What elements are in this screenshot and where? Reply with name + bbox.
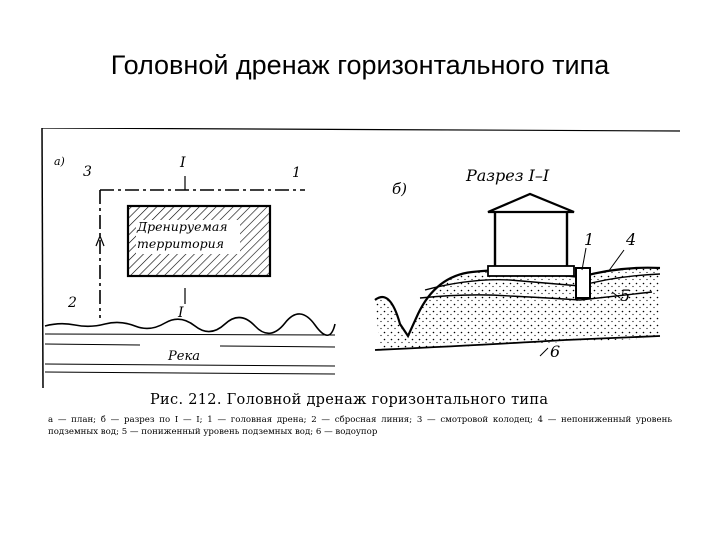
leader-5: [611, 291, 621, 299]
territory-label-line1: Дренируемая: [137, 219, 228, 234]
label-1-drain: 1: [292, 165, 301, 181]
territory-label-bg: [136, 220, 240, 254]
plan-marker: а): [54, 155, 65, 168]
label-3-well: 3: [83, 164, 92, 180]
flow-arrow: [95, 234, 105, 247]
territory-label-line2: территория: [137, 236, 225, 251]
figure-caption: Рис. 212. Головной дренаж горизонтальног…: [150, 392, 549, 408]
label-1-head-drain: 1: [584, 230, 595, 249]
river-line-2: [44, 343, 141, 346]
well-base: [487, 265, 575, 277]
aquitard-line: [374, 335, 661, 351]
label-6-aquitard: 6: [550, 342, 561, 361]
river-bank: [44, 313, 336, 337]
well-roof: [487, 192, 575, 214]
label-section-bottom: I: [178, 305, 184, 321]
river-line-1: [44, 333, 336, 336]
section-title: Разрез I–I: [466, 166, 550, 185]
label-section-top: I: [180, 155, 186, 171]
unlowered-water-level: [424, 273, 661, 291]
lowered-water-level: [419, 291, 653, 301]
leader-6: [539, 347, 549, 357]
ground-surface: [374, 266, 661, 339]
drainage-drawing: [41, 128, 680, 389]
frame-top-line: [41, 128, 680, 132]
leader-1: [581, 247, 587, 271]
label-4-unlowered: 4: [626, 230, 637, 249]
river-line-3: [219, 345, 336, 348]
slide-title: Головной дренаж горизонтального типа: [110, 50, 610, 80]
river-label: Река: [166, 349, 202, 364]
label-2-discharge: 2: [68, 295, 77, 311]
frame-left-line: [41, 128, 44, 389]
figure-legend: а — план; б — разрез по I — I; 1 — голов…: [48, 415, 672, 437]
river-line-4: [44, 363, 336, 367]
drainage-figure: а) 3 I 1 2 I Дренируемая территория Река…: [40, 128, 680, 468]
section-view: [374, 192, 661, 357]
plan-view: [44, 176, 336, 375]
inspection-well: [487, 192, 575, 277]
section-marker: б): [392, 180, 408, 198]
label-5-lowered: 5: [620, 286, 631, 305]
head-drain-trench: [575, 267, 591, 299]
leader-4: [607, 249, 625, 273]
river-line-5: [44, 371, 336, 375]
